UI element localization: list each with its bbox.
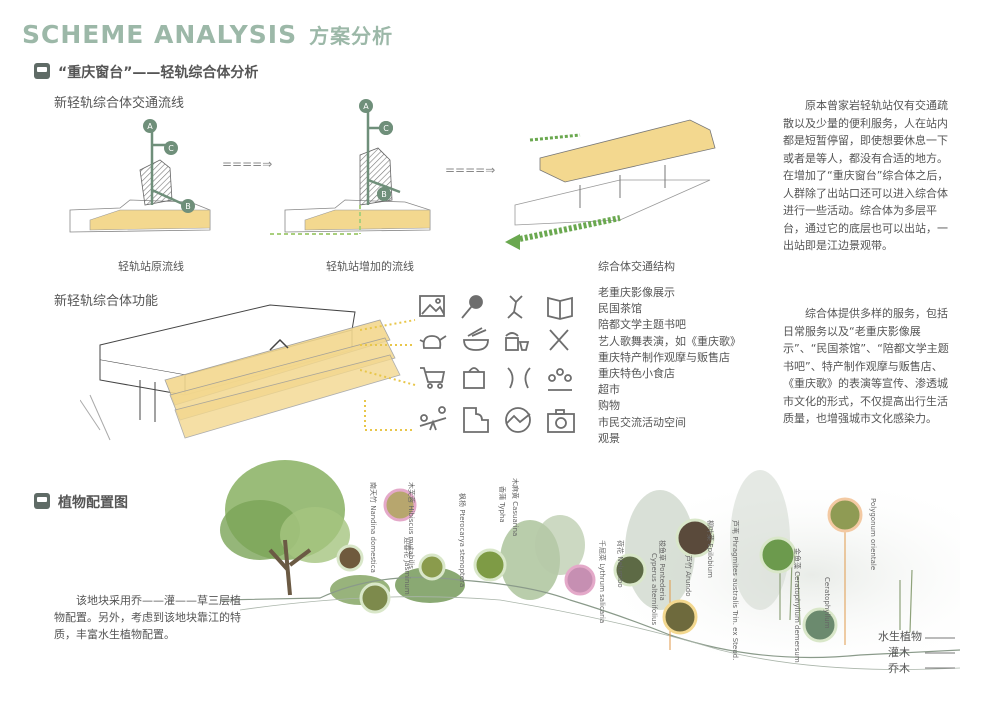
svg-text:B: B bbox=[381, 190, 387, 199]
svg-text:A: A bbox=[147, 122, 153, 131]
plant-circle bbox=[759, 536, 797, 574]
node-b-1 bbox=[181, 199, 195, 213]
image-icon bbox=[419, 295, 445, 317]
plant-label: Ceratophyllum bbox=[823, 577, 831, 629]
diagram-structure bbox=[505, 119, 716, 250]
plant-circle bbox=[359, 582, 391, 614]
train-icon-2 bbox=[34, 493, 50, 509]
plant-label: 迎春花 Jasminum bbox=[403, 537, 411, 595]
svg-text:A: A bbox=[363, 102, 369, 111]
function-title: 新轻轨综合体功能 bbox=[54, 294, 159, 309]
planting-scene bbox=[219, 460, 960, 670]
title-en: SCHEME ANALYSIS bbox=[22, 20, 298, 49]
function-item: 超市 bbox=[598, 383, 620, 397]
function-item: 陪都文学主题书吧 bbox=[598, 318, 686, 332]
camera-icon bbox=[547, 409, 575, 433]
plant-label: 芦苇 Phragmites australis Trin. ex Steud. bbox=[731, 520, 739, 661]
plant-label: 梭鱼草 Pontederia bbox=[658, 540, 666, 601]
plant-circle bbox=[473, 548, 507, 582]
plant-label: 木麻黄 Casuarina bbox=[511, 478, 519, 537]
plant-circle bbox=[827, 497, 863, 533]
node-labels-2: A C B bbox=[359, 99, 393, 201]
plant-circle bbox=[802, 607, 838, 643]
arrow-1: ====⇒ bbox=[222, 157, 272, 171]
traffic-diagrams: ====⇒ ====⇒ bbox=[69, 110, 716, 250]
plant-label: 荷花 Nelumbo bbox=[616, 540, 624, 588]
plant-label: 枫杨 Pterocarya stenoptera bbox=[458, 493, 466, 588]
svg-text:====⇒: ====⇒ bbox=[445, 163, 495, 177]
plant-circle bbox=[336, 544, 364, 572]
shopping-bag-icon bbox=[463, 367, 485, 389]
dotted-connectors bbox=[360, 319, 416, 431]
seesaw-icon bbox=[419, 406, 447, 431]
book-icon bbox=[547, 296, 573, 320]
diagram-original-flow bbox=[69, 128, 211, 233]
plant-circle bbox=[564, 564, 596, 596]
plant-circle bbox=[613, 553, 647, 587]
function-item: 艺人歌舞表演，如《重庆歌》 bbox=[598, 334, 741, 348]
plant-label: 南天竹 Nandina domestica bbox=[369, 482, 377, 573]
layer-aquatic: 水生植物 bbox=[878, 630, 922, 643]
dancer-icon bbox=[507, 295, 523, 319]
landscape-icon bbox=[505, 407, 531, 433]
page-title: SCHEME ANALYSIS 方案分析 bbox=[22, 20, 393, 49]
teapot-icon bbox=[419, 335, 447, 349]
node-c-1 bbox=[164, 141, 178, 155]
plant-circle bbox=[383, 488, 417, 522]
noodle-bowl-icon bbox=[463, 327, 489, 351]
function-building bbox=[80, 304, 401, 441]
function-item: 市民交流活动空间 bbox=[598, 415, 686, 429]
plant-label: 千屈菜 Lythrum salicaria bbox=[598, 540, 606, 624]
puzzle-icon bbox=[463, 407, 489, 433]
plant-label: 柳叶菜 Epilobium bbox=[706, 520, 714, 578]
section1-title: “重庆窗台”——轻轨综合体分析 bbox=[58, 65, 259, 81]
plant-circle bbox=[662, 599, 698, 635]
plant-label: Polygonum orientale bbox=[869, 498, 877, 571]
title-cn: 方案分析 bbox=[309, 24, 394, 48]
arrow-2: ====⇒ bbox=[445, 163, 495, 177]
cutlery-icon bbox=[549, 329, 569, 351]
svg-text:====⇒: ====⇒ bbox=[222, 157, 272, 171]
plant-circle bbox=[675, 518, 715, 558]
crowd-icon bbox=[548, 368, 572, 391]
function-item: 老重庆影像展示 bbox=[598, 286, 675, 299]
planting-paragraph: 该地块采用乔——灌——草三层植物配置。另外，考虑到该地块靠江的特质，丰富水生植物… bbox=[54, 594, 241, 641]
caption-added: 轻轨站增加的流线 bbox=[326, 260, 414, 273]
paragraph-1: 原本曾家岩轻轨站仅有交通疏散以及少量的便利服务，人在站内都是短暂停留，即使想要休… bbox=[783, 99, 949, 252]
function-list: 老重庆影像展示 民国茶馆 陪都文学主题书吧 艺人歌舞表演，如《重庆歌》 重庆特产… bbox=[598, 285, 741, 447]
layer-shrub: 灌木 bbox=[888, 646, 910, 659]
paragraph-2: 综合体提供多样的服务，包括日常服务以及“老重庆影像展示”、“民国茶馆”、“陪都文… bbox=[783, 307, 949, 425]
layer-tree: 乔木 bbox=[888, 662, 910, 675]
function-item: 购物 bbox=[598, 399, 620, 413]
train-icon bbox=[34, 63, 50, 79]
node-a-1 bbox=[143, 119, 157, 133]
function-item: 观景 bbox=[598, 431, 620, 445]
plant-circle bbox=[418, 553, 446, 581]
function-item: 重庆特色小食店 bbox=[598, 367, 675, 381]
plant-callouts bbox=[336, 488, 863, 643]
svg-text:C: C bbox=[168, 144, 174, 153]
cart-icon bbox=[420, 367, 446, 389]
caption-original: 轻轨站原流线 bbox=[118, 260, 184, 273]
faces-icon bbox=[507, 367, 531, 389]
plant-label: 金鱼藻 Ceratophyllum demersum bbox=[793, 548, 801, 663]
fast-food-icon bbox=[505, 332, 530, 351]
plant-label: 香蒲 Typha bbox=[498, 486, 506, 523]
svg-text:B: B bbox=[185, 202, 191, 211]
function-item: 重庆特产制作观摩与贩售店 bbox=[598, 350, 730, 364]
plant-label: Cyperus alternifolius bbox=[650, 553, 658, 626]
plant-label: 芦竹 Arundo bbox=[684, 555, 692, 597]
caption-structure: 综合体交通结构 bbox=[598, 260, 675, 273]
svg-text:C: C bbox=[383, 124, 389, 133]
microphone-icon bbox=[461, 295, 483, 319]
function-item: 民国茶馆 bbox=[598, 302, 642, 316]
section2-title: 植物配置图 bbox=[58, 495, 128, 511]
function-icons bbox=[419, 295, 575, 433]
traffic-flow-title: 新轻轨综合体交通流线 bbox=[54, 96, 185, 111]
